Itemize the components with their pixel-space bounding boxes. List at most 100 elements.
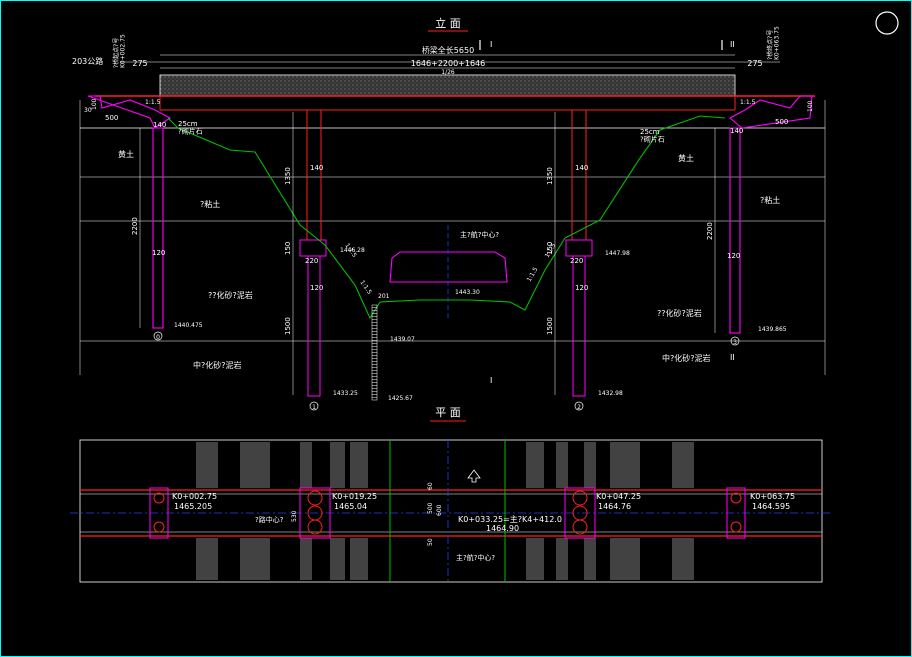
pier-3-marker bbox=[730, 336, 740, 346]
dim-1500-right: 1500 bbox=[546, 317, 554, 335]
left-abutment-pile bbox=[152, 127, 164, 329]
plan-elev-3: 1464.76 bbox=[598, 502, 631, 511]
dim-140-pier2: 140 bbox=[575, 164, 588, 172]
total-length-label: 桥梁全长5650 bbox=[422, 45, 474, 55]
pier-1-pile bbox=[307, 255, 321, 397]
plan-pier-2 bbox=[564, 487, 596, 539]
plan-station-4: K0+063.75 bbox=[750, 492, 795, 501]
soil-left-top: 黄土 bbox=[118, 149, 134, 159]
pier-1-label: 1 bbox=[312, 404, 316, 411]
dim-100-right: 100 bbox=[807, 100, 814, 112]
plan-station-2: K0+033.25=主?K4+412.0 bbox=[458, 514, 562, 524]
direction-arrow-icon bbox=[467, 469, 481, 483]
section-mark-top: I bbox=[490, 40, 492, 49]
dim-1350-left: 1350 bbox=[284, 167, 292, 185]
span-small-label: 1/26 bbox=[441, 69, 455, 76]
dim-150-right: 150 bbox=[546, 242, 554, 255]
road-center-label: ?路中心? bbox=[255, 515, 284, 524]
dim-1500-left: 1500 bbox=[284, 317, 292, 335]
right-station-label: ?桥终点?号K0+063.75 bbox=[766, 26, 781, 60]
plan-title: 平 面 bbox=[435, 406, 461, 419]
plan-elev-4: 1464.595 bbox=[752, 502, 790, 511]
rock-right: ??化砂?泥岩 bbox=[657, 308, 702, 318]
dim-140-left: 140 bbox=[153, 121, 166, 129]
terrain-line bbox=[167, 115, 726, 320]
right-abutment-pile bbox=[729, 127, 741, 334]
elev-1439-86: 1439.865 bbox=[758, 326, 787, 333]
plan-outline bbox=[79, 439, 823, 583]
anchor-left: 25cm?砌片石 bbox=[178, 120, 203, 136]
dim-500-right: 500 bbox=[775, 118, 788, 126]
soil-mid-left: ?粘土 bbox=[200, 199, 220, 209]
retaining-wall bbox=[371, 304, 378, 401]
elev-1447: 1447.98 bbox=[605, 250, 630, 257]
plan-dim-500: 500 bbox=[427, 502, 434, 514]
channel-center-label: 主?航?中心? bbox=[460, 230, 499, 239]
plan-elev-1: 1465.04 bbox=[334, 502, 367, 511]
left-end-dim: 275 bbox=[132, 59, 147, 68]
dim-120-b: 120 bbox=[575, 284, 588, 292]
plan-station-1: K0+019.25 bbox=[332, 492, 377, 501]
pier-2-label: 2 bbox=[577, 404, 581, 411]
elev-1440: 1440.475 bbox=[174, 322, 203, 329]
plan-abutment-left bbox=[149, 487, 169, 539]
dim-220-right: 220 bbox=[570, 257, 583, 265]
elev-1443: 1443.30 bbox=[455, 289, 480, 296]
plan-elev-2: 1464.90 bbox=[486, 524, 519, 533]
rock-left: ??化砂?泥岩 bbox=[208, 290, 253, 300]
dim-120-c: 120 bbox=[152, 249, 165, 257]
pier-0-label: 0 bbox=[156, 334, 160, 341]
plan-abutment-right bbox=[726, 487, 746, 539]
dim-150-left: 150 bbox=[284, 242, 292, 255]
deck-pavement-hatch bbox=[160, 75, 735, 96]
elev-1446: 1446.28 bbox=[340, 247, 365, 254]
left-abutment bbox=[87, 95, 172, 129]
section-mark-right-bottom: II bbox=[730, 353, 735, 362]
elev-1439-07: 1439.07 bbox=[390, 336, 415, 343]
left-station-label: ?桥起点?号K0+002.75 bbox=[112, 34, 127, 68]
channel-box bbox=[389, 251, 508, 283]
slope-right: 1:1.5 bbox=[740, 99, 756, 106]
pier-0-marker bbox=[153, 331, 163, 341]
dim-100-left: 100 bbox=[91, 98, 98, 110]
section-mark-right-top: II bbox=[730, 40, 735, 49]
right-abutment bbox=[729, 95, 813, 129]
elev-1432: 1432.98 bbox=[598, 390, 623, 397]
plan-elev-0: 1465.205 bbox=[174, 502, 212, 511]
plan-channel-center-label: 主?航?中心? bbox=[456, 553, 495, 562]
elevation-view: 立 面 桥梁全长5650 1646+2200+1646 1/26 275 275… bbox=[72, 16, 826, 411]
plan-station-0: K0+002.75 bbox=[172, 492, 217, 501]
rock-mid-left: 中?化砂?泥岩 bbox=[193, 360, 242, 370]
dim-140-right: 140 bbox=[730, 127, 743, 135]
right-end-dim: 275 bbox=[747, 59, 762, 68]
dim-500-left: 500 bbox=[105, 114, 118, 122]
dim-2200-right: 2200 bbox=[706, 222, 714, 240]
dim-220-left: 220 bbox=[305, 257, 318, 265]
plan-dim-60-bottom: 50 bbox=[427, 538, 434, 546]
dim-1350-right: 1350 bbox=[546, 167, 554, 185]
section-mark-bottom: I bbox=[490, 376, 492, 385]
plan-view: 平 面 bbox=[70, 406, 830, 583]
dim-30: 30 bbox=[84, 107, 92, 114]
dim-2200-left: 2200 bbox=[131, 217, 139, 235]
plan-dim-600: 600 bbox=[436, 504, 443, 516]
plan-dim-530: 530 bbox=[291, 510, 298, 522]
elev-1425: 1425.67 bbox=[388, 395, 413, 402]
dim-120-d: 120 bbox=[727, 252, 740, 260]
dim-140-pier1: 140 bbox=[310, 164, 323, 172]
soil-right-top: 黄土 bbox=[678, 153, 694, 163]
soil-mid-right: ?粘土 bbox=[760, 195, 780, 205]
pier-2-pile bbox=[572, 255, 586, 397]
anchor-right: 25cm?砌片石 bbox=[640, 128, 665, 144]
dim-201: 201 bbox=[378, 293, 390, 300]
span-dims-label: 1646+2200+1646 bbox=[411, 59, 485, 68]
plan-dim-60-top: 60 bbox=[427, 482, 434, 490]
slope-left: 1:1.5 bbox=[145, 99, 161, 106]
highway-label: 203公路 bbox=[72, 56, 103, 66]
north-circle-icon bbox=[875, 11, 899, 35]
pier-3-label: 3 bbox=[733, 339, 737, 346]
elevation-title: 立 面 bbox=[435, 16, 461, 30]
plan-station-3: K0+047.25 bbox=[596, 492, 641, 501]
elev-1433: 1433.25 bbox=[333, 390, 358, 397]
